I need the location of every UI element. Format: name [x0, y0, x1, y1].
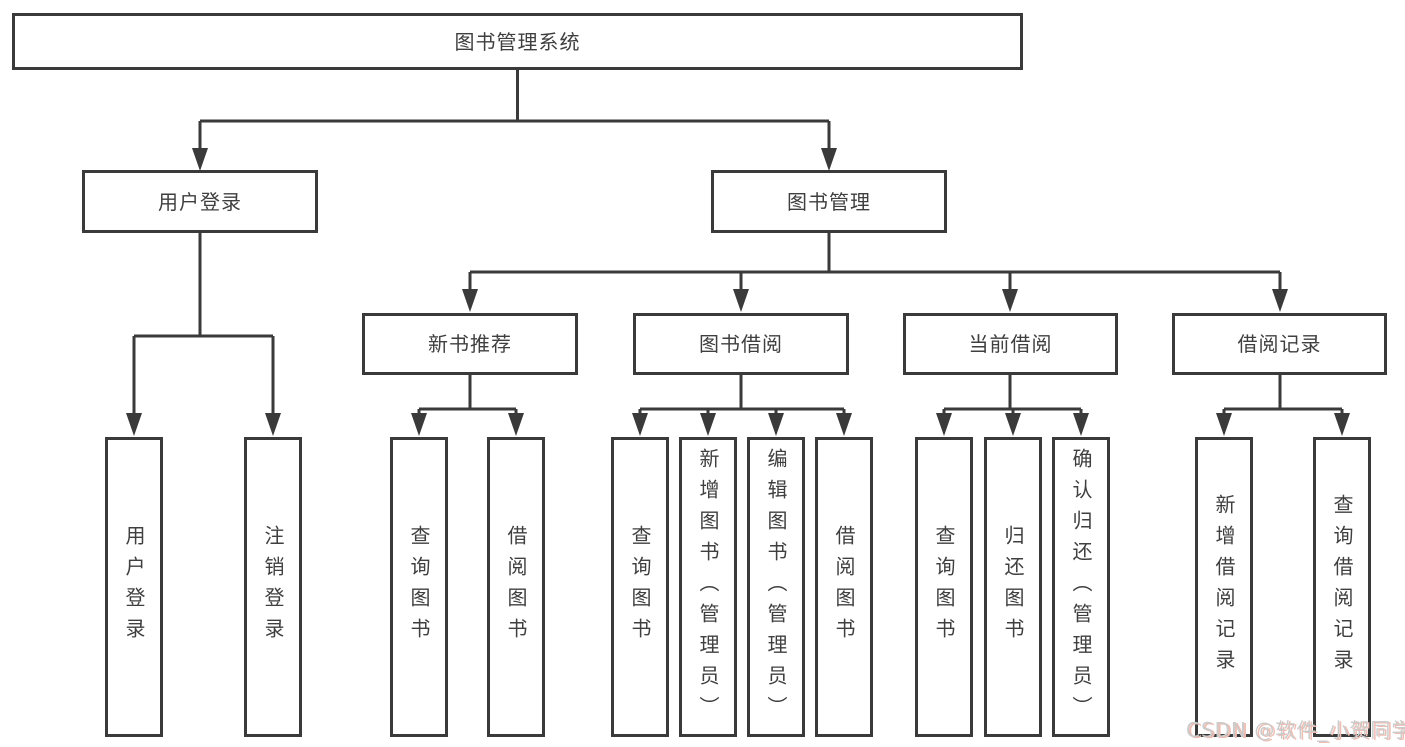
arrowhead [733, 289, 749, 312]
connector-book-mgmt-to-level3 [462, 233, 1288, 312]
node-label: 当前借阅 [968, 332, 1053, 356]
node-label: 查询图书 [407, 525, 431, 649]
node-label: 图书管理 [787, 189, 871, 214]
leaf-query-book-borrow: 查询图书 [611, 437, 669, 737]
leaf-add-borrow-record: 新增借阅记录 [1195, 437, 1253, 737]
connector-book-borrow-to-children [632, 375, 852, 436]
node-user-login: 用户登录 [82, 170, 318, 233]
arrowhead [836, 413, 852, 436]
arrowhead [1005, 413, 1021, 436]
arrowhead [1002, 289, 1018, 312]
node-current-borrow: 当前借阅 [903, 313, 1118, 375]
arrowhead [411, 413, 427, 436]
leaf-query-borrow-record: 查询借阅记录 [1313, 437, 1371, 737]
arrowhead [462, 289, 478, 312]
node-root: 图书管理系统 [12, 13, 1023, 70]
leaf-edit-book-admin: 编辑图书（管理员） [747, 437, 805, 737]
arrowhead [192, 148, 208, 171]
node-label: 查询图书 [932, 525, 956, 649]
node-label: 用户登录 [122, 525, 146, 649]
node-label: 新增图书（管理员） [696, 447, 720, 727]
node-label: 用户登录 [158, 189, 242, 214]
node-label: 图书借阅 [699, 332, 783, 356]
node-label: 新书推荐 [428, 332, 512, 356]
arrowhead [1334, 413, 1350, 436]
arrowhead [768, 413, 784, 436]
arrowhead [265, 413, 281, 436]
node-new-book-recommend: 新书推荐 [362, 313, 578, 375]
node-label: 查询图书 [628, 525, 652, 649]
node-book-management: 图书管理 [711, 170, 947, 233]
arrowhead [632, 413, 648, 436]
leaf-query-book-current: 查询图书 [915, 437, 973, 737]
node-label: 注销登录 [261, 525, 285, 649]
csdn-watermark: CSDN @软件_小贺同学 [1186, 718, 1405, 742]
arrowhead [821, 148, 837, 171]
connector-root-to-level2 [192, 70, 837, 171]
node-borrow-record: 借阅记录 [1172, 313, 1387, 375]
arrowhead [1216, 413, 1232, 436]
node-book-borrow: 图书借阅 [633, 313, 849, 375]
node-label: 借阅记录 [1237, 332, 1322, 356]
node-label: 归还图书 [1001, 525, 1025, 649]
leaf-user-login: 用户登录 [105, 437, 163, 737]
node-label: 新增借阅记录 [1212, 494, 1236, 680]
arrowhead [700, 413, 716, 436]
arrowhead [1272, 289, 1288, 312]
leaf-borrow-book-recommend: 借阅图书 [487, 437, 545, 737]
node-label: 借阅图书 [832, 525, 856, 649]
arrowhead [126, 413, 142, 436]
node-label: 编辑图书（管理员） [764, 447, 788, 727]
arrowhead [1073, 413, 1089, 436]
connector-current-borrow-to-children [936, 375, 1089, 436]
leaf-borrow-book: 借阅图书 [815, 437, 873, 737]
node-label: 确认归还（管理员） [1069, 447, 1093, 727]
leaf-query-book-recommend: 查询图书 [390, 437, 448, 737]
connector-user-login-to-children [126, 233, 281, 436]
arrowhead [936, 413, 952, 436]
connector-new-book-to-children [411, 375, 524, 436]
arrowhead [508, 413, 524, 436]
node-label: 借阅图书 [504, 525, 528, 649]
leaf-return-book: 归还图书 [984, 437, 1042, 737]
node-root-label: 图书管理系统 [454, 29, 581, 54]
leaf-logout: 注销登录 [244, 437, 302, 737]
leaf-add-book-admin: 新增图书（管理员） [679, 437, 737, 737]
node-label: 查询借阅记录 [1330, 494, 1354, 680]
connector-borrow-record-to-children [1216, 375, 1350, 436]
leaf-confirm-return-admin: 确认归还（管理员） [1052, 437, 1110, 737]
